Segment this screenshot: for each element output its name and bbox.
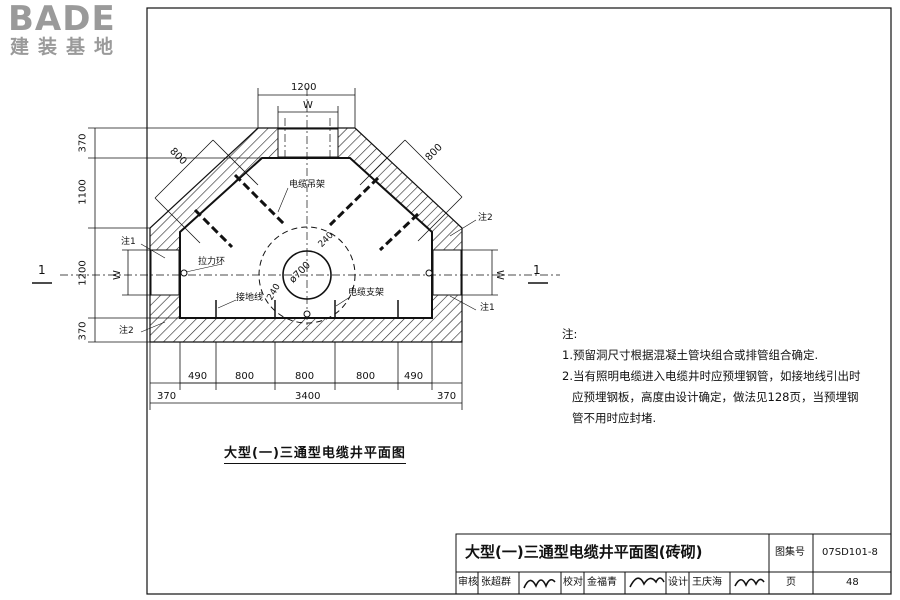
logo-wordmark: BADE [8,0,116,39]
dim-top-w: W [303,100,313,111]
label-note1-left: 注1 [121,237,136,247]
dim-bottom-490-right: 490 [404,371,424,382]
dim-right-w: W [493,270,505,280]
dim-top-width: 1200 [291,82,317,93]
label-note1-right: 注1 [480,303,495,313]
label-ground-wire: 接地线 [236,293,264,303]
cable-brackets [215,300,399,318]
note-line-3: 应预埋钢板，高度由设计确定，做法见128页，当预埋钢 [572,390,859,404]
top-opening [277,128,339,158]
logo-chinese: 建装基地 [10,36,123,58]
leaders [140,187,477,333]
dim-lines [88,88,498,410]
title-block-review-label: 审核 [458,577,478,588]
dim-left-1200: 1200 [77,260,89,286]
label-pull-ring: 拉力环 [198,257,226,267]
title-block-design-label: 设计 [668,577,688,588]
cable-hangers [193,173,420,252]
label-cable-bracket: 电缆支架 [348,288,385,298]
centre-lines [60,88,560,330]
dim-left-1100: 1100 [77,179,89,205]
dim-bottom-800-3: 800 [356,371,376,382]
note-line-4: 管不用时应封堵. [572,411,657,425]
notes-heading: 注: [562,327,578,341]
title-block-check-name: 金福青 [587,577,617,588]
pull-rings [180,269,433,318]
title-block-page-label: 页 [786,577,796,588]
notes-block: 注: 1.预留洞尺寸根据混凝土管块组合或排管组合确定. 2.当有照明电缆进入电缆… [562,324,862,429]
title-block-design-name: 王庆海 [692,577,722,588]
dim-bottom-370-left: 370 [157,391,177,402]
title-block-atlas-label: 图集号 [775,547,805,558]
masonry-wall [149,127,463,343]
dim-left-370-bottom: 370 [77,321,89,341]
manhole-dashed [258,226,356,324]
signatures [523,577,765,589]
dim-bottom-800-2: 800 [295,371,315,382]
section-mark-left: 1 [38,263,46,277]
dim-bottom-3400: 3400 [295,391,321,402]
dim-bottom-370-right: 370 [437,391,457,402]
label-cable-hanger: 电缆吊架 [289,180,326,190]
title-block-title: 大型(一)三通型电缆井平面图(砖砌) [465,543,703,561]
drawing-caption: 大型(一)三通型电缆井平面图 [224,442,406,464]
title-block-frame [455,533,892,595]
title-block-check-label: 校对 [563,577,583,588]
label-note2-left: 注2 [119,326,134,336]
dim-bottom-490-left: 490 [188,371,208,382]
dim-left-w: W [111,270,123,280]
left-opening [150,249,180,296]
label-note2-right: 注2 [478,213,493,223]
section-mark-right: 1 [533,263,541,277]
title-block-review-name: 张超群 [481,577,511,588]
note-line-2: 2.当有照明电缆进入电缆井时应预埋钢管，如接地线引出时 [562,369,861,383]
right-opening [432,249,462,296]
title-block-page-no: 48 [846,577,859,588]
manhole-opening [282,250,332,300]
dim-left-370-top: 370 [77,133,89,153]
dim-bottom-800-1: 800 [235,371,255,382]
note-line-1: 1.预留洞尺寸根据混凝土管块组合或排管组合确定. [562,348,819,362]
title-block-atlas-no: 07SD101-8 [822,547,878,558]
chamber-outline [179,157,433,319]
